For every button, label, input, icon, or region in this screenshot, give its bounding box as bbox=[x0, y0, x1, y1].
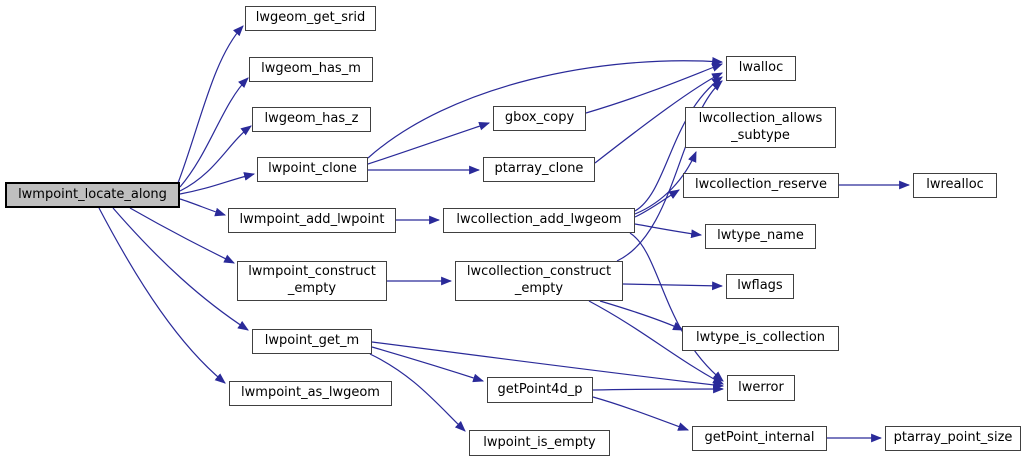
node-label: lwflags bbox=[737, 278, 783, 294]
node-label: lwmpoint_construct bbox=[248, 264, 376, 280]
node-lwcollection_add_lwgeom[interactable]: lwcollection_add_lwgeom bbox=[443, 208, 635, 233]
node-lwpoint_get_m[interactable]: lwpoint_get_m bbox=[252, 329, 372, 354]
edge-getPoint4d_p-to-getPoint_internal bbox=[592, 396, 690, 431]
edge-lwpoint_get_m-to-lwpoint_is_empty bbox=[369, 353, 466, 432]
node-label: lwgeom_has_m bbox=[261, 61, 361, 77]
node-label: lwrealloc bbox=[926, 177, 984, 193]
node-ptarray_point_size[interactable]: ptarray_point_size bbox=[885, 426, 1021, 451]
node-label: _subtype bbox=[731, 127, 790, 143]
edge-lwcollection_add_lwgeom-to-lwtype_name bbox=[634, 223, 703, 239]
node-label: lwgeom_get_srid bbox=[255, 10, 366, 26]
edge-lwmpoint_locate_along-to-lwmpoint_as_lwgeom bbox=[98, 207, 226, 384]
edge-lwmpoint_locate_along-to-lwpoint_clone bbox=[179, 172, 256, 195]
node-label: lwalloc bbox=[738, 60, 784, 76]
node-label: lwcollection_allows bbox=[698, 110, 823, 126]
node-lwgeom_get_srid[interactable]: lwgeom_get_srid bbox=[245, 6, 376, 31]
edge-lwpoint_clone-to-lwalloc bbox=[367, 56, 724, 159]
node-lwpoint_is_empty[interactable]: lwpoint_is_empty bbox=[469, 430, 610, 456]
node-label: lwcollection_construct bbox=[466, 264, 612, 280]
node-lwtype_name[interactable]: lwtype_name bbox=[705, 224, 816, 249]
node-lwrealloc[interactable]: lwrealloc bbox=[913, 173, 997, 198]
node-label: getPoint_internal bbox=[704, 430, 815, 446]
node-label: lwgeom_has_z bbox=[264, 111, 359, 127]
node-lwflags[interactable]: lwflags bbox=[726, 274, 794, 299]
edge-getPoint4d_p-to-lwerror bbox=[592, 384, 725, 394]
node-lwerror[interactable]: lwerror bbox=[727, 375, 795, 401]
node-label: _empty bbox=[514, 281, 564, 296]
node-lwcollection_allows_subtype[interactable]: lwcollection_allows_subtype bbox=[685, 107, 836, 148]
node-getPoint_internal[interactable]: getPoint_internal bbox=[692, 426, 827, 451]
node-label: lwtype_name bbox=[717, 228, 804, 244]
edge-lwcollection_add_lwgeom-to-lwerror bbox=[629, 232, 724, 382]
node-label: lwpoint_get_m bbox=[264, 333, 360, 349]
node-lwgeom_has_m[interactable]: lwgeom_has_m bbox=[249, 57, 373, 82]
edge-lwmpoint_locate_along-to-lwpoint_get_m bbox=[112, 207, 249, 331]
edge-lwcollection_add_lwgeom-to-lwcollection_reserve bbox=[634, 189, 680, 218]
edge-lwmpoint_locate_along-to-lwgeom_get_srid bbox=[177, 25, 244, 184]
edge-lwcollection_add_lwgeom-to-lwcollection_allows_subtype bbox=[634, 150, 697, 215]
edge-lwmpoint_locate_along-to-lwgeom_has_m bbox=[179, 77, 249, 188]
node-lwcollection_construct_empty[interactable]: lwcollection_construct_empty bbox=[455, 261, 623, 301]
node-label: lwpoint_is_empty bbox=[483, 434, 596, 450]
edge-lwmpoint_locate_along-to-lwmpoint_construct_empty bbox=[129, 207, 235, 264]
edge-lwpoint_get_m-to-getPoint4d_p bbox=[371, 346, 485, 383]
edge-gbox_copy-to-lwalloc bbox=[585, 63, 724, 114]
node-label: _empty bbox=[287, 281, 337, 296]
node-label: gbox_copy bbox=[504, 110, 575, 126]
node-label: lwcollection_reserve bbox=[695, 177, 827, 193]
node-lwgeom_has_z[interactable]: lwgeom_has_z bbox=[252, 107, 371, 132]
node-getPoint4d_p[interactable]: getPoint4d_p bbox=[487, 377, 593, 403]
node-label: lwmpoint_locate_along bbox=[18, 186, 167, 202]
node-label: lwmpoint_as_lwgeom bbox=[241, 385, 380, 401]
node-label: ptarray_clone bbox=[494, 161, 584, 177]
node-lwmpoint_locate_along: lwmpoint_locate_along bbox=[5, 182, 180, 208]
edge-lwmpoint_locate_along-to-lwmpoint_add_lwpoint bbox=[179, 198, 227, 217]
node-lwpoint_clone[interactable]: lwpoint_clone bbox=[257, 157, 368, 182]
node-label: lwtype_is_collection bbox=[695, 330, 826, 346]
edge-lwcollection_construct_empty-to-lwflags bbox=[622, 281, 724, 291]
edge-lwcollection_construct_empty-to-lwerror bbox=[588, 300, 724, 385]
edge-lwcollection_construct_empty-to-lwtype_is_collection bbox=[599, 300, 685, 331]
node-ptarray_clone[interactable]: ptarray_clone bbox=[483, 157, 595, 182]
edge-lwcollection_add_lwgeom-to-lwalloc bbox=[634, 76, 723, 212]
node-lwmpoint_add_lwpoint[interactable]: lwmpoint_add_lwpoint bbox=[228, 208, 396, 233]
node-lwtype_is_collection[interactable]: lwtype_is_collection bbox=[682, 326, 839, 351]
edge-lwcollection_construct_empty-to-lwalloc bbox=[616, 80, 723, 262]
node-label: lwpoint_clone bbox=[268, 161, 357, 177]
edge-lwpoint_clone-to-gbox_copy bbox=[367, 121, 491, 165]
node-lwalloc[interactable]: lwalloc bbox=[726, 56, 796, 81]
node-lwcollection_reserve[interactable]: lwcollection_reserve bbox=[683, 173, 839, 198]
node-lwmpoint_construct_empty[interactable]: lwmpoint_construct_empty bbox=[237, 261, 387, 301]
node-label: lwerror bbox=[738, 379, 784, 395]
node-label: ptarray_point_size bbox=[893, 430, 1013, 446]
node-gbox_copy[interactable]: gbox_copy bbox=[493, 106, 586, 131]
node-label: getPoint4d_p bbox=[497, 381, 583, 397]
node-label: lwmpoint_add_lwpoint bbox=[239, 212, 385, 228]
edge-lwpoint_get_m-to-lwerror bbox=[371, 341, 725, 390]
node-label: lwcollection_add_lwgeom bbox=[456, 212, 622, 228]
edge-lwmpoint_locate_along-to-lwgeom_has_z bbox=[179, 125, 252, 192]
node-lwmpoint_as_lwgeom[interactable]: lwmpoint_as_lwgeom bbox=[229, 381, 392, 406]
